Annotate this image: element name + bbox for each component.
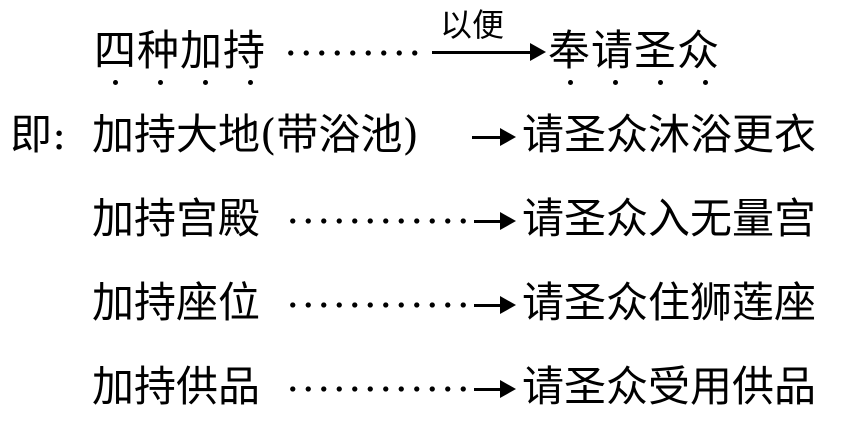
row-4-left: 加持供品 bbox=[92, 362, 261, 411]
header-right-text: 奉请圣众 bbox=[548, 26, 721, 75]
prefix-label: 即: bbox=[10, 110, 67, 159]
emphasis-dots-right bbox=[548, 80, 728, 85]
emphasis-dots-left bbox=[93, 80, 273, 85]
arrow-icon bbox=[432, 43, 546, 61]
row-1-left: 加持大地(带浴池) bbox=[92, 110, 419, 159]
header-left-text: 四种加持 bbox=[94, 26, 267, 75]
dotted-leader bbox=[283, 50, 425, 56]
arrow-icon bbox=[474, 212, 516, 230]
connector-label: 以便 bbox=[440, 6, 505, 44]
dotted-leader bbox=[285, 302, 470, 308]
row-3-left: 加持座位 bbox=[92, 278, 261, 327]
dotted-leader bbox=[285, 386, 470, 392]
row-4-right: 请圣众受用供品 bbox=[522, 362, 817, 411]
dotted-leader bbox=[285, 218, 470, 224]
row-1-right: 请圣众沐浴更衣 bbox=[522, 110, 817, 159]
arrow-icon bbox=[472, 128, 516, 146]
row-2-right: 请圣众入无量宫 bbox=[522, 194, 817, 243]
row-3-right: 请圣众住狮莲座 bbox=[522, 278, 817, 327]
row-2-left: 加持宫殿 bbox=[92, 194, 261, 243]
arrow-icon bbox=[474, 380, 516, 398]
arrow-icon bbox=[474, 296, 516, 314]
